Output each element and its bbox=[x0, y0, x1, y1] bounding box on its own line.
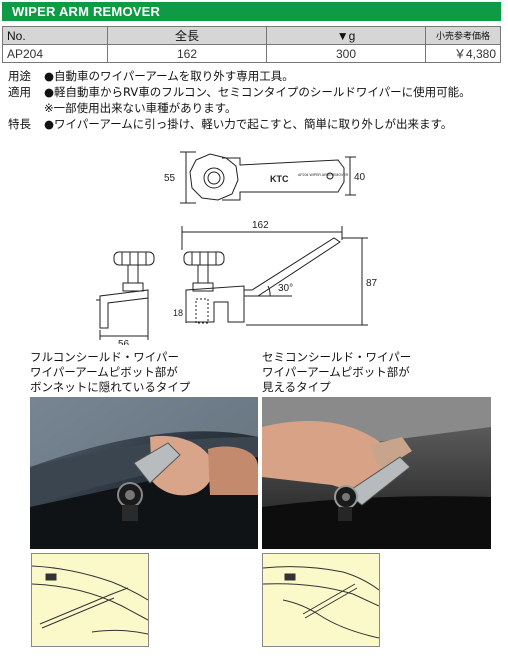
brand-mark: KTC bbox=[270, 174, 289, 184]
sketch-left-image bbox=[32, 565, 148, 635]
cell-weight: 300 bbox=[266, 44, 426, 63]
cell-model: AP204 bbox=[2, 44, 108, 63]
product-title: WIPER ARM REMOVER bbox=[12, 4, 161, 19]
sketch-right-image bbox=[263, 566, 379, 639]
desc-line-application: 適用 ●軽自動車からRV車のフルコン、セミコンタイプのシールドワイパーに使用可能。 bbox=[8, 84, 471, 100]
photo-right-image bbox=[262, 397, 491, 549]
title-bar: WIPER ARM REMOVER bbox=[2, 2, 501, 21]
dim-label-162: 162 bbox=[252, 220, 269, 231]
side-screw bbox=[197, 264, 209, 284]
arm-body bbox=[222, 157, 345, 201]
desc-label: 特長 bbox=[8, 117, 31, 131]
desc-text: ●軽自動車からRV車のフルコン、セミコンタイプのシールドワイパーに使用可能。 bbox=[44, 85, 471, 99]
caption-left: フルコンシールド・ワイパー ワイパーアームピボット部が ボンネットに隠れているタ… bbox=[30, 350, 190, 395]
sketch-full-concealed bbox=[31, 553, 149, 647]
front-knob bbox=[113, 251, 155, 266]
side-view: 30° 162 87 18 bbox=[173, 220, 378, 326]
cell-price: ￥4,380 bbox=[425, 44, 501, 63]
technical-drawing: KTC AP204 WIPER ARM REMOVER 55 40 bbox=[96, 151, 378, 345]
caption-line: ワイパーアームピボット部が bbox=[262, 365, 410, 379]
desc-text: ●自動車のワイパーアームを取り外す専用工具。 bbox=[44, 69, 294, 83]
photo-left-image bbox=[30, 397, 258, 549]
caption-right: セミコンシールド・ワイパー ワイパーアームピボット部が 見えるタイプ bbox=[262, 350, 411, 395]
desc-text: ※一部使用出来ない車種があります。 bbox=[44, 101, 237, 115]
dim-label-87: 87 bbox=[366, 278, 378, 289]
end-hole bbox=[326, 172, 334, 180]
dim-label-18: 18 bbox=[173, 308, 183, 318]
front-screw bbox=[127, 264, 139, 284]
desc-label: 用途 bbox=[8, 69, 31, 83]
caption-line: ボンネットに隠れているタイプ bbox=[30, 380, 191, 394]
sketch-semi-concealed bbox=[262, 553, 380, 647]
caption-line: ワイパーアームピボット部が bbox=[30, 365, 178, 379]
desc-line-feature: 特長 ●ワイパーアームに引っ掛け、軽い力で起こすと、簡単に取り外しが出来ます。 bbox=[8, 116, 452, 132]
desc-text: ●ワイパーアームに引っ掛け、軽い力で起こすと、簡単に取り外しが出来ます。 bbox=[44, 117, 453, 131]
front-clamp bbox=[99, 289, 149, 329]
side-pin bbox=[195, 298, 209, 324]
header-no: No. bbox=[2, 26, 108, 45]
angle-arc bbox=[267, 285, 271, 297]
caption-line: フルコンシールド・ワイパー bbox=[30, 350, 180, 364]
desc-label: 適用 bbox=[8, 85, 31, 99]
header-weight: ▼g bbox=[266, 26, 426, 45]
front-nut bbox=[122, 282, 144, 292]
header-price: 小売参考価格 bbox=[425, 26, 501, 45]
caption-line: セミコンシールド・ワイパー bbox=[262, 350, 412, 364]
front-view: 56 bbox=[96, 251, 155, 345]
side-knob bbox=[183, 251, 225, 266]
desc-line-note: ※一部使用出来ない車種があります。 bbox=[8, 100, 236, 116]
side-arm bbox=[243, 237, 341, 297]
knob-outline bbox=[189, 153, 239, 201]
side-nut bbox=[192, 282, 214, 292]
caption-line: 見えるタイプ bbox=[262, 380, 331, 394]
header-length: 全長 bbox=[107, 26, 267, 45]
knob-inner bbox=[203, 167, 225, 189]
dim-label-55: 55 bbox=[164, 173, 176, 184]
dim-label-56: 56 bbox=[118, 339, 130, 345]
top-view: KTC AP204 WIPER ARM REMOVER 55 40 bbox=[164, 151, 366, 204]
spec-table: No. 全長 ▼g 小売参考価格 AP204 162 300 ￥4,380 bbox=[2, 26, 501, 63]
spec-table-header-row: No. 全長 ▼g 小売参考価格 bbox=[2, 26, 501, 45]
knob-hole bbox=[207, 171, 221, 185]
dim-label-40: 40 bbox=[354, 172, 366, 183]
photo-full-concealed bbox=[30, 397, 258, 549]
photo-semi-concealed bbox=[262, 397, 491, 549]
angle-label: 30° bbox=[278, 283, 293, 294]
side-body bbox=[185, 285, 245, 323]
spec-table-row: AP204 162 300 ￥4,380 bbox=[2, 44, 501, 63]
drawing-small-print: AP204 WIPER ARM REMOVER bbox=[298, 173, 349, 177]
desc-line-use: 用途 ●自動車のワイパーアームを取り外す専用工具。 bbox=[8, 68, 294, 84]
